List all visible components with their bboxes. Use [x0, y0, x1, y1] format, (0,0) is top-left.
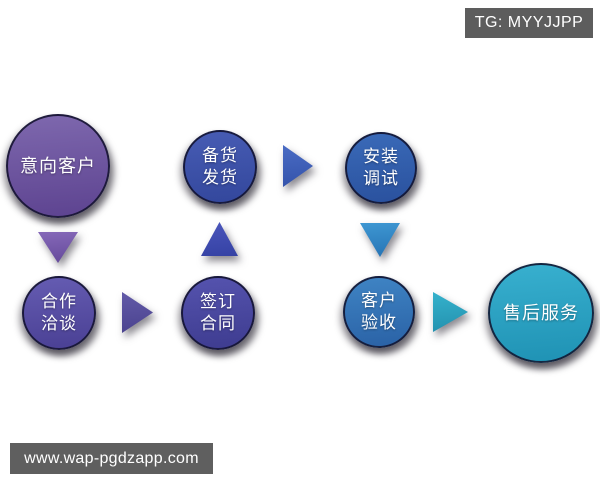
flow-node-stock-and-ship: 备货 发货: [183, 130, 257, 204]
arrow-right-icon: [122, 292, 153, 333]
flow-node-label: 售后服务: [503, 303, 579, 323]
flow-node-cooperation-negotiation: 合作 洽谈: [22, 276, 96, 350]
arrow-down-icon: [38, 232, 78, 263]
website-watermark-badge: www.wap-pgdzapp.com: [10, 443, 213, 474]
flow-node-intent-customer: 意向客户: [6, 114, 110, 218]
flow-node-label: 安装 调试: [363, 147, 399, 188]
arrow-right-icon: [283, 145, 313, 187]
flow-node-label: 意向客户: [20, 156, 96, 176]
flow-node-customer-acceptance: 客户 验收: [343, 276, 415, 348]
flow-node-install-debug: 安装 调试: [345, 132, 417, 204]
arrow-up-icon: [201, 222, 238, 256]
flow-node-sign-contract: 签订 合同: [181, 276, 255, 350]
tg-watermark-badge: TG: MYYJJPP: [465, 8, 593, 38]
flow-node-after-sales-service: 售后服务: [488, 263, 594, 363]
arrow-right-icon: [433, 292, 468, 332]
flow-node-label: 备货 发货: [202, 146, 238, 187]
flow-node-label: 合作 洽谈: [41, 292, 77, 333]
flow-node-label: 签订 合同: [200, 292, 236, 333]
arrow-down-icon: [360, 223, 400, 257]
flow-node-label: 客户 验收: [361, 291, 397, 332]
